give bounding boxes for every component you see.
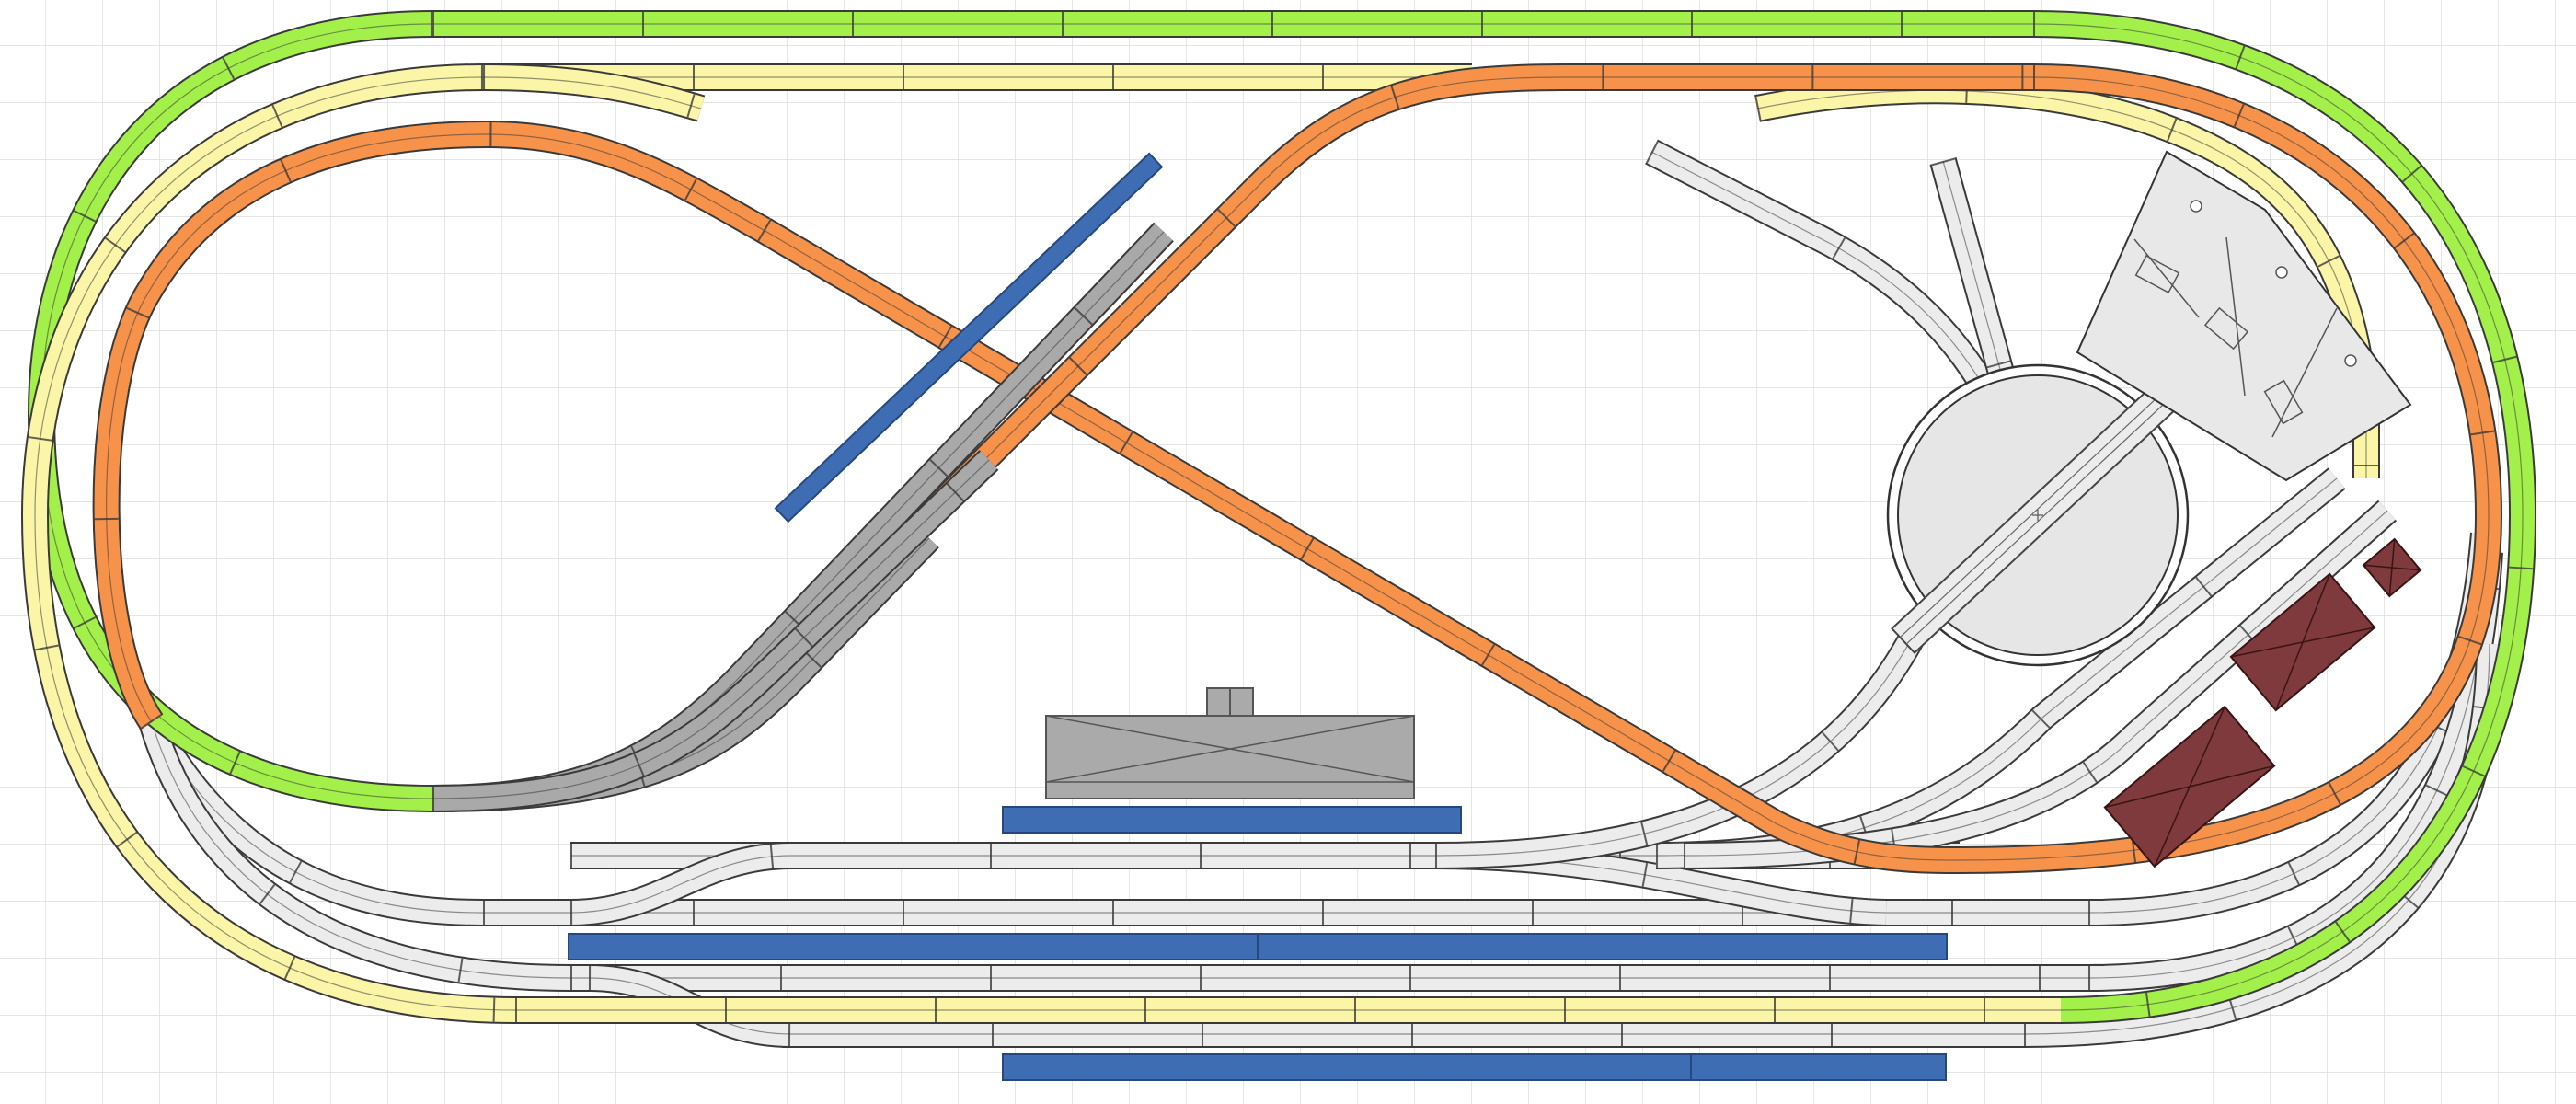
figure-eight-left-loop-centerline	[106, 133, 765, 723]
figure-eight-crossing-b-centerline	[928, 76, 2033, 516]
roundhouse-stall-divider-3	[2271, 307, 2338, 438]
platform-station-lower	[1002, 1053, 1947, 1081]
freight-shed-1	[2103, 705, 2276, 868]
freight-shed-2	[2229, 572, 2376, 712]
middle-loop-right-spur-centerline	[1756, 89, 2367, 478]
turntable	[1886, 363, 2190, 667]
station-building-body	[1045, 715, 1415, 799]
platforms	[568, 152, 1948, 1081]
roundhouse-stall-divider-1	[2133, 238, 2200, 318]
roundhouse-pit-1	[2134, 255, 2180, 293]
upper-sidings	[431, 222, 1174, 812]
roundhouse-vent-3	[2344, 354, 2357, 367]
figure-eight-right-loop-centerline	[1959, 76, 2490, 861]
station-building-cross-2	[1045, 715, 1415, 783]
roundhouse-pit-3	[2263, 379, 2304, 425]
outer-loop-right-curve-centerline	[2032, 23, 2524, 1011]
left-throat-curve-2-centerline	[151, 721, 571, 979]
roundhouse-stub-1-centerline	[1650, 151, 1979, 378]
middle-loop-track	[20, 63, 2380, 1024]
platform-station-upper	[1002, 806, 1462, 834]
roundhouse	[2076, 150, 2412, 482]
station-building	[1045, 687, 1415, 799]
roundhouse-stall-divider-2	[2225, 236, 2246, 397]
roundhouse-stub-2-centerline	[1942, 160, 2002, 374]
roundhouse-outline	[2076, 150, 2412, 482]
left-throat-curve-3-centerline	[569, 855, 792, 914]
figure-eight-track	[92, 63, 2503, 874]
roundhouse-pit-2	[2203, 306, 2249, 351]
figure-eight-crossing-a-centerline	[763, 229, 1961, 861]
freight-shed-3	[2362, 537, 2422, 598]
middle-loop-top-spur-centerline	[482, 76, 702, 109]
roundhouse-vent-1	[2190, 200, 2202, 213]
yard-tracks	[138, 139, 2503, 1048]
middle-loop-left-curve-centerline	[34, 76, 516, 1011]
diagonal-platform	[774, 152, 1164, 523]
siding-diagonal-2-centerline	[1683, 510, 2388, 857]
freight-sheds	[2103, 537, 2422, 868]
roundhouse-vent-2	[2275, 266, 2288, 279]
siding-mid-centerline	[431, 459, 990, 799]
